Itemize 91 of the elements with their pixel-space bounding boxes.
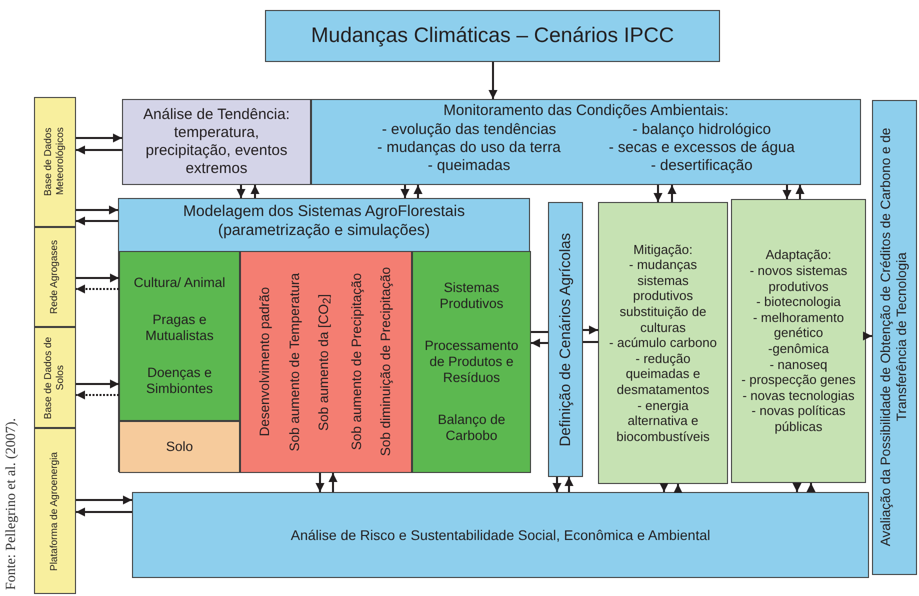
- arrow: [552, 477, 562, 492]
- arrow: [76, 274, 119, 282]
- box-text: Processamento de Produtos e Resíduos: [424, 338, 520, 386]
- arrow: [660, 483, 668, 492]
- arrow: [674, 484, 682, 493]
- box-text: - redução queimadas e desmatamentos: [616, 350, 710, 398]
- arrow: [250, 185, 260, 198]
- box-text: Modelagem dos Sistemas AgroFlorestais (parametrização e simulações): [182, 203, 466, 240]
- process-box: [598, 202, 728, 484]
- vertical-label: Plataforma de Agroenergia: [49, 452, 61, 570]
- vertical-label: Sob aumento de Temperatura: [286, 272, 303, 452]
- arrow: [564, 477, 574, 492]
- box-text: Sistemas Produtivos: [438, 280, 504, 312]
- list-item: - evolução das tendências: [380, 121, 558, 139]
- process-box: [119, 251, 240, 421]
- box-text: Pragas e Mutualistas: [144, 312, 215, 344]
- arrow: [76, 390, 119, 400]
- process-box: [34, 227, 76, 327]
- box-text: - prospecção genes: [741, 372, 856, 388]
- box-heading: Adaptação:: [766, 247, 832, 264]
- box-text: - energia alternativa e biocombustíveis: [615, 398, 711, 444]
- arrow: [76, 146, 122, 154]
- vertical-label: Base de Dados de Solos: [43, 335, 67, 421]
- arrow: [76, 496, 132, 504]
- arrow: [531, 338, 548, 348]
- vertical-label: Sob diminuição de Precipitação: [378, 267, 394, 457]
- box-text: Análise de Risco e Sustentabilidade Social, Econômica e Ambiental: [290, 526, 710, 544]
- box-text: - nanoseq: [770, 356, 828, 372]
- list-item: - secas e excessos de água: [608, 139, 795, 157]
- process-box: [240, 251, 412, 473]
- box-heading: Mitigação:: [633, 242, 693, 258]
- list-item: - balanço hidrológico: [632, 121, 772, 139]
- box-heading: Análise de Tendência:: [143, 106, 290, 124]
- arrow: [76, 134, 122, 142]
- arrow: [76, 508, 132, 516]
- process-box: [548, 202, 583, 477]
- process-box: [34, 428, 76, 594]
- vertical-label: Desenvolvimento padrão: [257, 287, 274, 437]
- box-text: - novas tecnologias: [742, 388, 854, 404]
- box-text: temperatura, precipitação, eventos extremos: [144, 124, 288, 178]
- list-item: - mudanças do uso da terra: [377, 139, 561, 157]
- process-box: [265, 10, 720, 62]
- arrow: [792, 483, 802, 492]
- arrow: [796, 185, 804, 199]
- list-item: - desertificação: [650, 157, 754, 175]
- arrow: [76, 206, 118, 214]
- arrow: [236, 185, 246, 198]
- box-text: substituição de culturas: [618, 304, 708, 336]
- process-box: [872, 100, 917, 575]
- arrow: [76, 216, 118, 226]
- source-note: Fonte: Pellegrino et al. (2007).: [4, 417, 20, 590]
- process-box: [119, 421, 240, 473]
- arrow: [316, 473, 324, 492]
- box-text: Cultura/ Animal: [134, 274, 226, 291]
- vertical-label: Definição de Cenários Agrícolas: [556, 232, 574, 446]
- box-text: - melhoramento genético: [752, 310, 846, 341]
- process-box: [132, 492, 869, 578]
- arrow: [400, 185, 410, 198]
- vertical-label: Sob aumento de Precipitação: [348, 273, 365, 451]
- process-box: [34, 97, 76, 227]
- arrow: [654, 185, 662, 202]
- arrow: [806, 483, 816, 492]
- arrow: [863, 332, 872, 340]
- arrow: [668, 185, 676, 202]
- vertical-label: Avaliação da Possibilidade de Obtenção de Créditos de Carbono e de Transferência de Tecnologia: [878, 127, 910, 549]
- box-heading: Monitoramento das Condições Ambientais:: [443, 102, 729, 120]
- arrow: [583, 326, 598, 334]
- process-box: [731, 199, 866, 483]
- process-box: [311, 99, 861, 185]
- arrow: [488, 62, 498, 99]
- arrow: [414, 185, 422, 198]
- process-box: [412, 251, 531, 473]
- box-text: -genômica: [768, 341, 829, 357]
- list-item: - queimadas: [426, 157, 512, 175]
- process-box: [122, 99, 311, 185]
- process-box: [34, 327, 76, 428]
- box-text: Mudanças Climáticas – Cenários IPCC: [311, 23, 674, 49]
- box-text: Solo: [166, 438, 194, 456]
- box-text: - biotecnologia: [756, 294, 841, 310]
- vertical-label: Base de Dados Meteorológicos: [43, 126, 67, 198]
- box-text: Doenças e Simbiontes: [145, 364, 214, 398]
- box-text: Balanço de Carbobo: [436, 412, 506, 444]
- vertical-label: Rede Agrogases: [49, 240, 61, 314]
- arrow: [76, 380, 119, 388]
- box-text: - novas políticas públicas: [750, 403, 846, 435]
- arrow: [782, 185, 792, 199]
- arrow: [328, 473, 338, 492]
- group-panel: [118, 198, 530, 472]
- arrow: [76, 284, 119, 294]
- box-text: - acúmulo carbono: [609, 335, 717, 351]
- box-text: - novos sistemas produtivos: [748, 263, 848, 294]
